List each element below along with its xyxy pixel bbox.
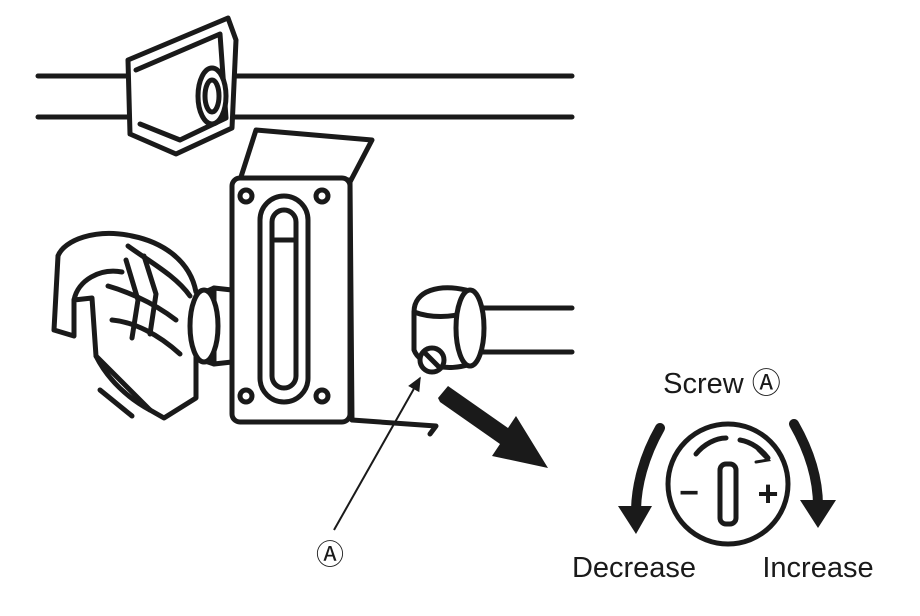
shaft-clamp	[125, 15, 239, 157]
rotary-hook	[51, 230, 199, 421]
callout-label: Ⓐ	[316, 539, 344, 570]
right-shaft	[411, 285, 575, 375]
dial-icon	[665, 421, 791, 547]
detail-arrow	[438, 386, 548, 468]
machine-assembly	[35, 15, 575, 437]
callout-leader	[333, 376, 421, 531]
screw-label: Screw Ⓐ	[663, 368, 781, 400]
minus-sign: −	[679, 474, 699, 512]
increase-arrow-icon	[789, 419, 836, 528]
decrease-label: Decrease	[572, 552, 696, 584]
plus-sign: +	[757, 473, 778, 514]
decrease-arrow-icon	[618, 423, 665, 534]
increase-label: Increase	[762, 552, 873, 584]
screw-detail: Screw Ⓐ − + Decrease Increase	[572, 368, 874, 584]
rear-shaft	[187, 285, 235, 367]
oil-sight-plate	[229, 175, 353, 425]
main-shaft	[35, 73, 575, 120]
